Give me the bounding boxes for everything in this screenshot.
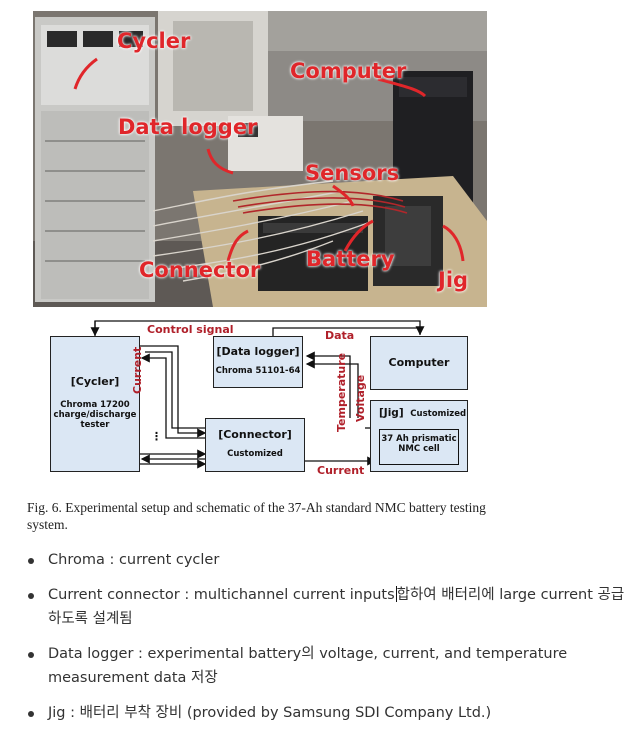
cycler-line1: Chroma 17200 — [51, 400, 139, 410]
bullet-chroma-text: Chroma : current cycler — [48, 552, 219, 568]
jig-title: [Jig] — [379, 407, 404, 419]
computer-title: Computer — [371, 356, 467, 369]
bullet-dot — [28, 652, 34, 658]
control-signal-label: Control signal — [147, 323, 234, 336]
label-data-logger: Data logger — [118, 115, 257, 139]
bullet-connector-text-a: Current connector : multichannel current… — [48, 587, 395, 603]
bullet-data-logger: Data logger : experimental battery의 volt… — [28, 642, 634, 690]
bullet-list: Chroma : current cycler Current connecto… — [28, 548, 634, 736]
ellipsis-mark: ⋮ — [151, 430, 162, 443]
bullet-dot — [28, 558, 34, 564]
computer-box: Computer — [370, 336, 468, 390]
voltage-label: Voltage — [354, 375, 367, 422]
connector-box: [Connector] Customized — [205, 418, 305, 472]
cycler-line2: charge/discharge — [51, 410, 139, 420]
lab-setup-photo: Cycler Computer Data logger Sensors Conn… — [33, 11, 487, 307]
cell-line2: NMC cell — [380, 444, 458, 454]
label-connector: Connector — [139, 258, 260, 282]
cycler-title: [Cycler] — [51, 375, 139, 388]
label-sensors: Sensors — [305, 161, 399, 185]
nmc-cell-box: 37 Ah prismatic NMC cell — [379, 429, 459, 465]
data-logger-title: [Data logger] — [214, 345, 302, 358]
label-cycler: Cycler — [117, 29, 190, 53]
bullet-dot — [28, 711, 34, 717]
label-computer: Computer — [290, 59, 406, 83]
temperature-label: Temperature — [335, 353, 348, 432]
connector-sub: Customized — [206, 449, 304, 459]
cycler-line3: tester — [51, 420, 139, 430]
jig-box: [Jig] Customized 37 Ah prismatic NMC cel… — [370, 400, 468, 472]
label-jig: Jig — [438, 268, 468, 292]
data-logger-model: Chroma 51101-64 — [214, 366, 302, 376]
jig-sub: Customized — [410, 409, 466, 419]
bullet-data-logger-text: Data logger : experimental battery의 volt… — [48, 646, 567, 686]
cycler-box: [Cycler] Chroma 17200 charge/discharge t… — [50, 336, 140, 472]
cell-line1: 37 Ah prismatic — [380, 434, 458, 444]
bullet-chroma: Chroma : current cycler — [28, 548, 634, 572]
bullet-connector: Current connector : multichannel current… — [28, 583, 634, 631]
data-logger-box: [Data logger] Chroma 51101-64 — [213, 336, 303, 388]
system-schematic: [Cycler] Chroma 17200 charge/discharge t… — [45, 318, 475, 478]
jig-header: [Jig] Customized — [371, 407, 467, 419]
figure-caption: Fig. 6. Experimental setup and schematic… — [27, 499, 507, 533]
bullet-jig: Jig : 배터리 부착 장비 (provided by Samsung SDI… — [28, 701, 634, 725]
label-battery: Battery — [306, 247, 395, 271]
current-vertical-label: Current — [131, 347, 144, 394]
bullet-dot — [28, 593, 34, 599]
current-bottom-label: Current — [317, 464, 364, 477]
connector-title: [Connector] — [206, 428, 304, 441]
data-label: Data — [325, 329, 354, 342]
bullet-jig-text: Jig : 배터리 부착 장비 (provided by Samsung SDI… — [48, 705, 491, 721]
